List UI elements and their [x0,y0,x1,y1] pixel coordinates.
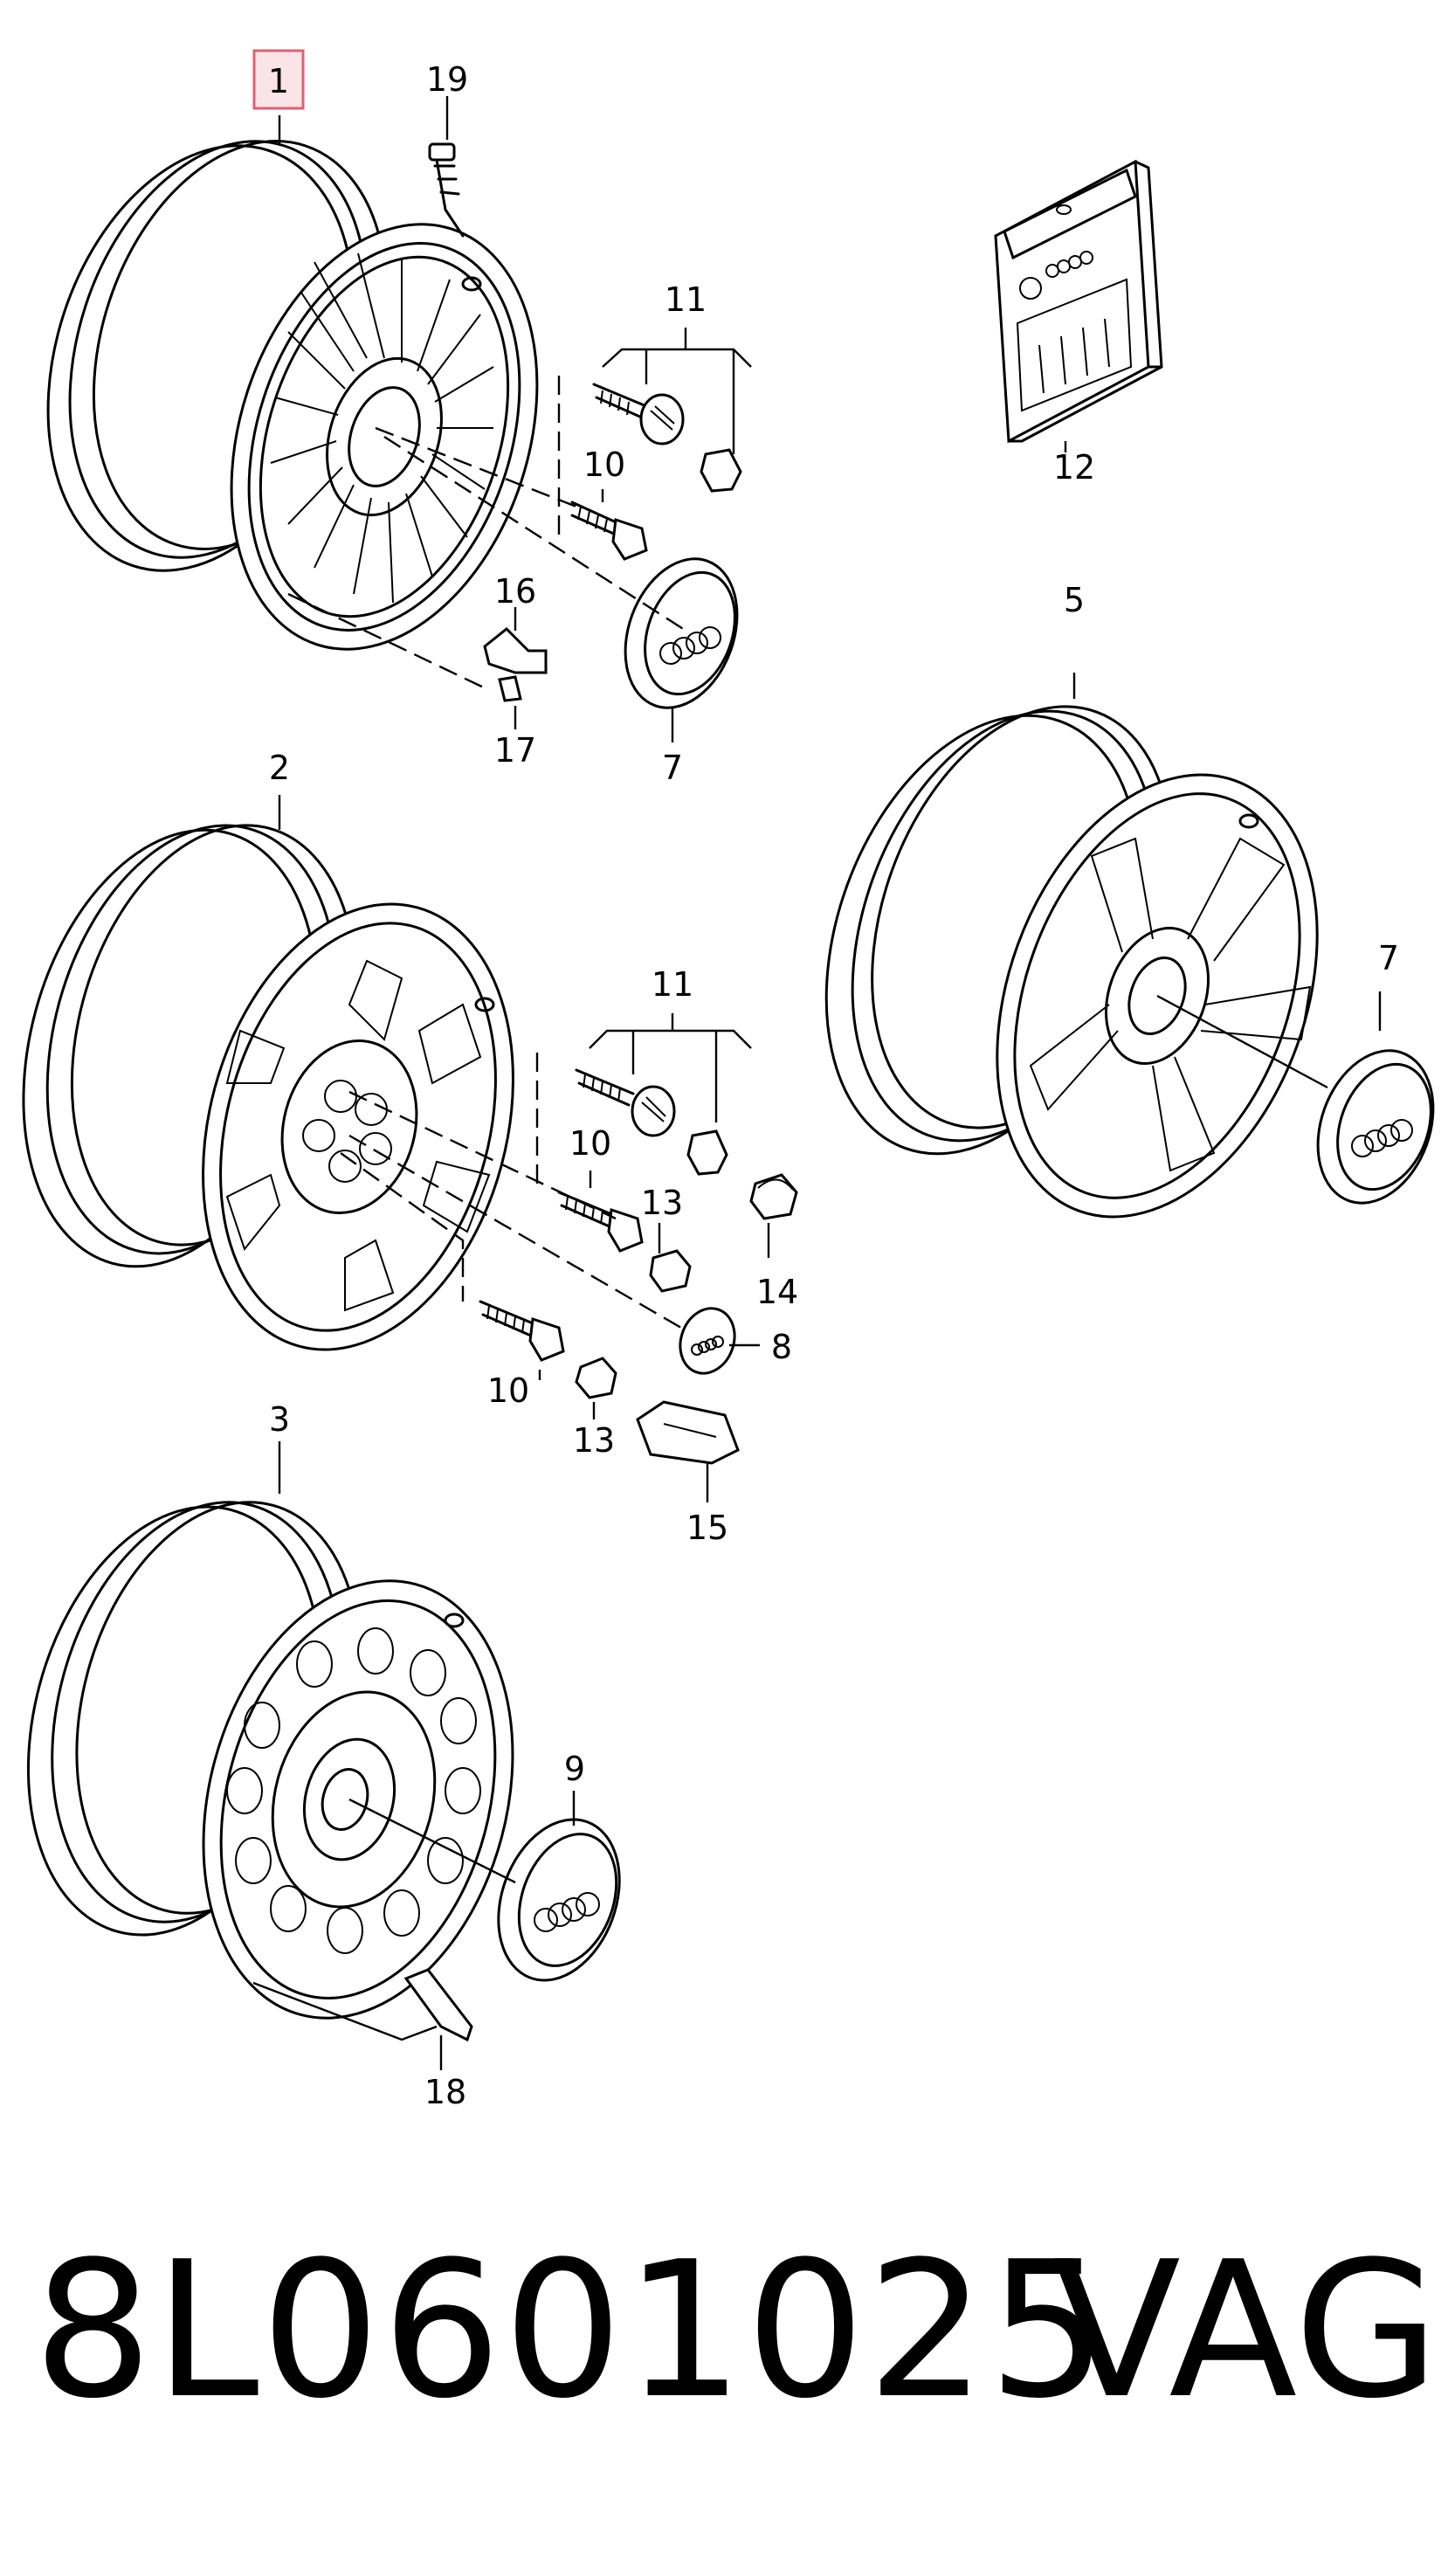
valve-19[interactable] [428,96,465,238]
label-5[interactable]: 5 [1064,581,1085,619]
label-10-mid[interactable]: 10 [569,1124,611,1163]
clip-17[interactable] [498,675,522,702]
label-17[interactable]: 17 [494,731,536,770]
wheel-bolt-10-mid[interactable] [557,1191,644,1253]
label-10-top[interactable]: 10 [583,445,625,484]
part-number: 8L0601025 [33,2220,1110,2440]
label-18[interactable]: 18 [424,2073,466,2111]
label-13-mid[interactable]: 13 [641,1184,683,1222]
label-3[interactable]: 3 [269,1400,290,1439]
label-19[interactable]: 19 [426,60,468,99]
label-13-low[interactable]: 13 [573,1421,615,1460]
cap-nut-14[interactable] [749,1173,798,1220]
wheel-3-steel[interactable] [0,1469,559,2053]
center-cap-7-top[interactable] [606,543,757,723]
wheel-parts-diagram: 1 19 11 10 12 16 17 7 5 2 7 11 10 13 14 … [0,49,1448,2111]
label-8[interactable]: 8 [771,1328,792,1366]
label-11-mid[interactable]: 11 [652,965,693,1004]
label-15[interactable]: 15 [686,1509,728,1547]
label-16[interactable]: 16 [494,572,536,611]
label-12[interactable]: 12 [1053,448,1095,487]
brand-name: VAG [1052,2220,1440,2440]
anti-theft-bolt-11-top[interactable] [592,383,742,493]
center-cap-9[interactable] [477,1802,640,1997]
label-9[interactable]: 9 [564,1750,585,1788]
label-7-top[interactable]: 7 [662,749,683,787]
wheel-5-fivespoke[interactable] [769,665,1375,1261]
wheel-bolt-10-low[interactable] [479,1300,565,1362]
wheel-bolt-10-top[interactable] [570,501,648,561]
label-2[interactable]: 2 [269,749,290,787]
label-10-low[interactable]: 10 [487,1371,529,1410]
nut-13-low[interactable] [575,1357,617,1399]
highlight-label-1 [252,49,305,110]
label-7-right[interactable]: 7 [1378,939,1399,977]
nut-13-mid[interactable] [649,1249,692,1293]
label-14[interactable]: 14 [756,1273,798,1311]
puller-tool-15[interactable] [636,1400,740,1465]
label-11-top[interactable]: 11 [665,280,707,319]
balance-weight-18[interactable] [403,1968,473,2042]
wheel-2-alloy[interactable] [0,793,561,1385]
center-cap-8[interactable] [672,1301,743,1381]
anti-theft-bolt-11-mid[interactable] [575,1068,728,1176]
center-cap-7-right[interactable] [1298,1034,1448,1219]
balance-weight-16[interactable] [483,626,548,674]
label-1[interactable]: 1 [268,62,289,100]
lock-kit-12[interactable] [994,159,1163,444]
